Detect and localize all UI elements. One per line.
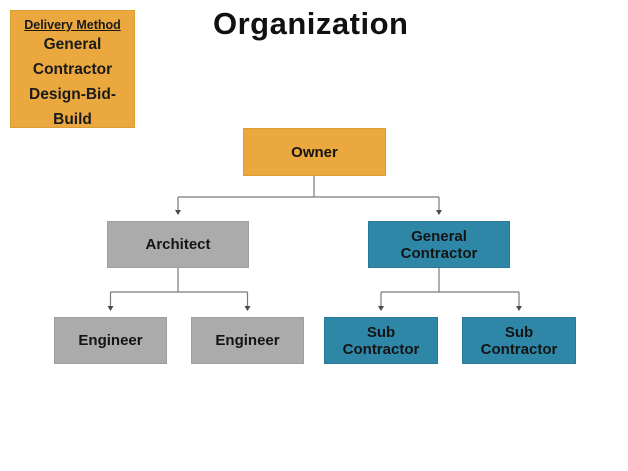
- connector-owner-children: [175, 176, 442, 215]
- org-node-label: Engineer: [78, 332, 143, 349]
- delivery-method-legend: Delivery Method General Contractor Desig…: [10, 10, 135, 128]
- org-node-label: Engineer: [215, 332, 280, 349]
- org-node-label: Sub Contractor: [342, 323, 420, 358]
- org-node-label: Sub Contractor: [480, 323, 558, 358]
- org-node-label: General Contractor: [400, 227, 478, 262]
- org-node-label: Architect: [145, 236, 211, 253]
- org-node-engineer-2: Engineer: [191, 317, 304, 364]
- org-node-sub-contractor-1: Sub Contractor: [324, 317, 438, 364]
- org-node-general-contractor: General Contractor: [368, 221, 510, 268]
- org-node-engineer-1: Engineer: [54, 317, 167, 364]
- legend-line: General: [43, 36, 102, 53]
- org-node-label: Owner: [291, 143, 338, 161]
- legend-heading: Delivery Method: [24, 18, 121, 32]
- org-node-sub-contractor-2: Sub Contractor: [462, 317, 576, 364]
- connector-architect-children: [107, 268, 251, 311]
- connector-general-contractor-children: [378, 268, 522, 311]
- page-title: Organization: [213, 6, 409, 41]
- org-node-owner: Owner: [243, 128, 386, 176]
- legend-line: Design-Bid-Build: [29, 86, 116, 128]
- org-node-architect: Architect: [107, 221, 249, 268]
- legend-line: Contractor: [32, 61, 113, 78]
